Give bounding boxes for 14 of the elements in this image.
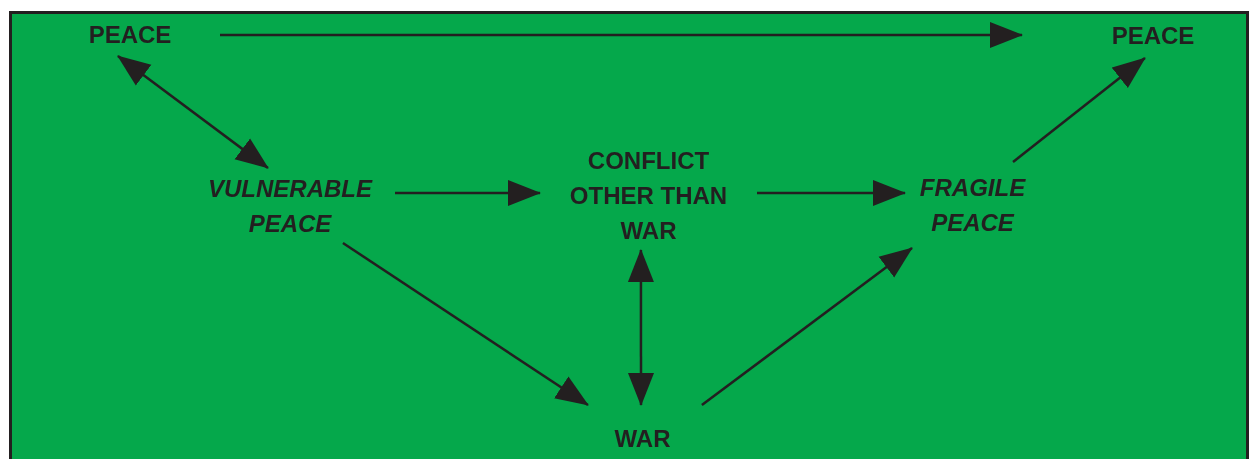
arrow xyxy=(757,179,906,206)
node-label: PEACE xyxy=(88,19,172,50)
arrow xyxy=(1012,57,1146,163)
node-label: FRAGILE PEACE xyxy=(918,173,1027,238)
arrow xyxy=(627,249,654,406)
arrow xyxy=(220,22,1023,48)
arrow xyxy=(117,55,269,169)
arrow xyxy=(395,180,541,206)
node-label: CONFLICT OTHER THAN WAR xyxy=(568,145,729,246)
node-label: PEACE xyxy=(1111,20,1195,51)
arrow xyxy=(342,241,589,407)
node-label: WAR xyxy=(614,423,671,454)
arrow xyxy=(701,247,913,406)
node-label: VULNERABLE PEACE xyxy=(207,173,374,239)
